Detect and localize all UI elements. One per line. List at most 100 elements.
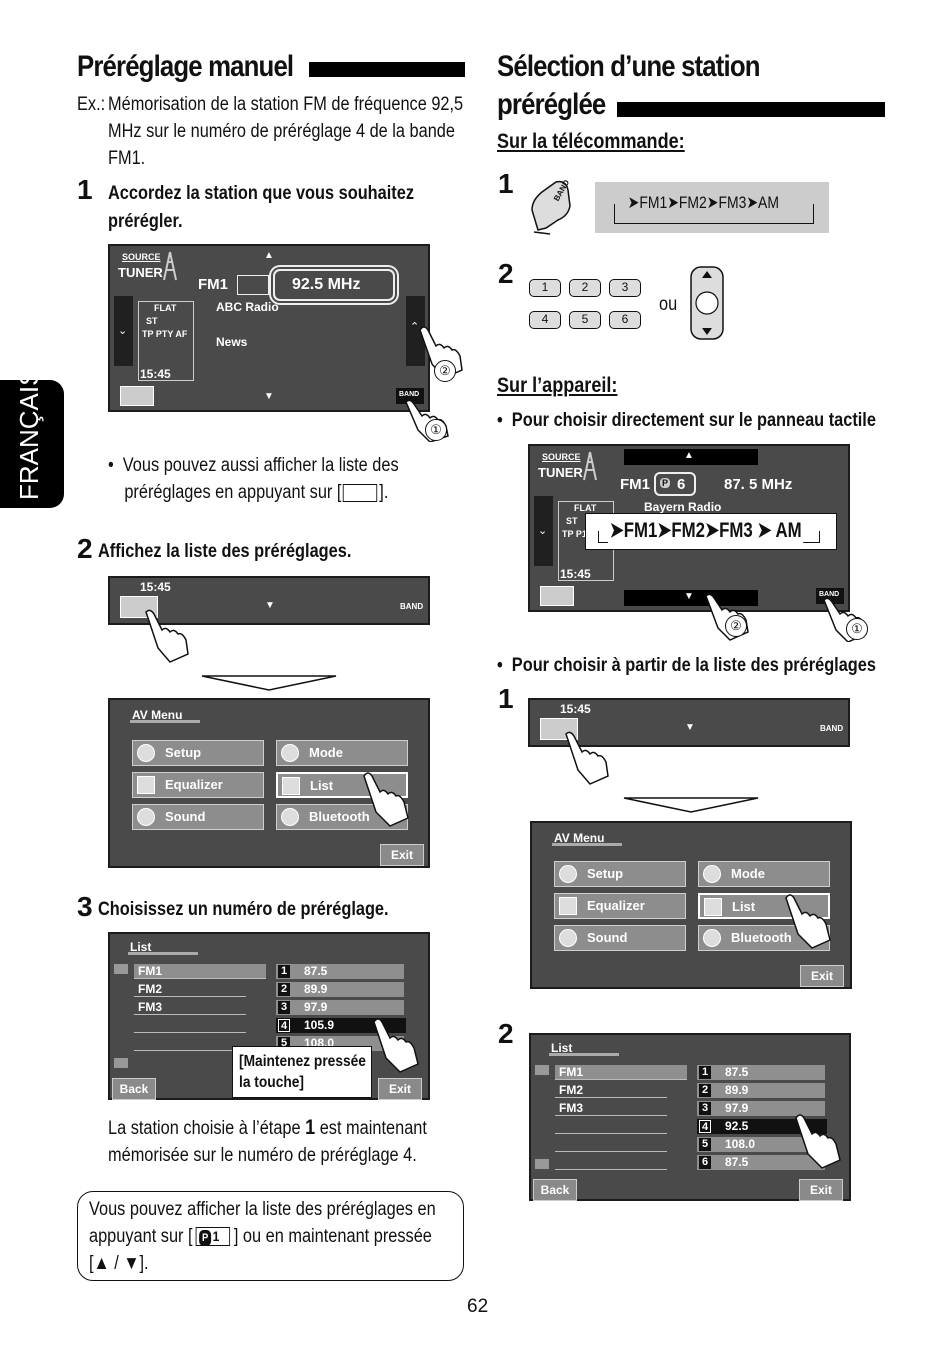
bullet-preset-list: • Pour choisir à partir de la liste des … <box>497 655 876 676</box>
exit-button[interactable]: Exit <box>380 844 424 866</box>
remote-dpad-icon[interactable] <box>690 266 724 340</box>
setup-button[interactable]: Setup <box>132 740 264 766</box>
preset-p-badge: P <box>660 478 671 488</box>
band-row-fm1[interactable]: FM1 <box>555 1065 687 1080</box>
scroll-up-button[interactable] <box>114 964 128 974</box>
band-row-empty <box>134 1036 246 1051</box>
source-bar-screen: 15:45 ▼ BAND <box>108 576 430 625</box>
band-row-empty <box>134 1018 246 1033</box>
page-number: 62 <box>467 1296 489 1317</box>
scroll-down-button[interactable] <box>114 1058 128 1068</box>
hand-pointer-icon <box>368 1016 428 1074</box>
scroll-up-button[interactable] <box>535 1065 549 1075</box>
preset-box[interactable] <box>237 275 269 295</box>
bar-clock: 15:45 <box>140 580 171 594</box>
triangle-up-icon[interactable]: ▲ <box>264 250 274 261</box>
left-arrow-button[interactable]: ⌄ <box>534 496 553 566</box>
step3-text: Choisissez un numéro de préréglage. <box>98 899 389 920</box>
triangle-down-icon[interactable]: ▼ <box>264 391 274 402</box>
list-title-line <box>549 1053 619 1056</box>
st-label: ST <box>566 516 578 526</box>
band-row-fm3[interactable]: FM3 <box>134 1000 246 1015</box>
back-button[interactable]: Back <box>533 1179 577 1201</box>
note1: • Vous pouvez aussi afficher la liste de… <box>108 455 399 503</box>
list-icon[interactable] <box>120 386 154 406</box>
number-key-3[interactable]: 3 <box>609 279 641 297</box>
frequency-display: 87. 5 MHz <box>724 476 793 493</box>
band-row-fm3[interactable]: FM3 <box>555 1101 667 1116</box>
setup-button[interactable]: Setup <box>554 861 686 887</box>
source-label: SOURCE <box>542 452 581 462</box>
hand-pointer-icon <box>780 892 840 950</box>
band-button[interactable] <box>816 588 844 604</box>
exit-button[interactable]: Exit <box>800 965 844 987</box>
list-title-line <box>128 952 198 955</box>
antenna-icon <box>162 250 178 282</box>
mode-icon <box>281 744 299 762</box>
band-row-fm1[interactable]: FM1 <box>134 964 266 979</box>
preset-down-button[interactable]: ▼ <box>624 590 758 606</box>
sound-icon <box>559 929 577 947</box>
triangle-down-icon[interactable]: ▼ <box>685 722 695 733</box>
band-row-fm2[interactable]: FM2 <box>134 982 246 997</box>
band-row-empty <box>555 1155 667 1170</box>
device-subtitle: Sur l’appareil: <box>497 374 618 397</box>
number-key-4[interactable]: 4 <box>529 311 561 329</box>
sound-button[interactable]: Sound <box>132 804 264 830</box>
sound-button[interactable]: Sound <box>554 925 686 951</box>
av-menu-screen: AV Menu Setup Mode Equalizer List Sound … <box>108 698 430 868</box>
scroll-down-button[interactable] <box>535 1159 549 1169</box>
equalizer-button[interactable]: Equalizer <box>132 772 264 798</box>
band-display: FM1 <box>198 276 228 293</box>
av-menu-title-line <box>130 720 200 723</box>
info-panel <box>138 301 194 381</box>
av-menu-screen-2: AV Menu Setup Mode Equalizer List Sound … <box>530 821 852 989</box>
clock: 15:45 <box>140 367 171 381</box>
left-arrow-button[interactable]: ⌄ <box>114 296 133 366</box>
triangle-down-icon[interactable]: ▼ <box>265 600 275 611</box>
result-text: La station choisie à l’étape 1 est maint… <box>108 1116 427 1166</box>
callout-2: ② <box>434 360 456 382</box>
equalizer-icon <box>137 776 155 794</box>
list-title: List <box>551 1041 573 1055</box>
list-icon <box>704 898 722 916</box>
number-key-5[interactable]: 5 <box>569 311 601 329</box>
number-key-1[interactable]: 1 <box>529 279 561 297</box>
number-key-6[interactable]: 6 <box>609 311 641 329</box>
callout-1: ① <box>846 618 868 640</box>
preset-up-button[interactable]: ▲ <box>624 449 758 465</box>
mode-button[interactable]: Mode <box>276 740 408 766</box>
frequency-display: 92.5 MHz <box>292 276 361 293</box>
mode-icon <box>703 865 721 883</box>
number-key-2[interactable]: 2 <box>569 279 601 297</box>
station-name: ABC Radio <box>216 300 279 314</box>
list-step2-number: 2 <box>498 1018 514 1049</box>
sound-icon <box>137 808 155 826</box>
callout-1: ① <box>425 419 447 441</box>
list-title: List <box>130 940 152 954</box>
back-button[interactable]: Back <box>112 1078 156 1100</box>
language-tab-label: FRANÇAIS <box>14 368 44 500</box>
equalizer-button[interactable]: Equalizer <box>554 893 686 919</box>
frequency-box <box>273 269 395 301</box>
exit-button[interactable]: Exit <box>378 1078 422 1100</box>
language-tab: FRANÇAIS <box>0 369 64 508</box>
right-arrow-button[interactable]: ⌃ <box>406 296 425 366</box>
band-button[interactable] <box>396 388 424 404</box>
flat-label: FLAT <box>154 303 177 313</box>
mode-button[interactable]: Mode <box>698 861 830 887</box>
band-row-fm2[interactable]: FM2 <box>555 1083 667 1098</box>
hand-pointer-icon <box>358 770 418 830</box>
exit-button[interactable]: Exit <box>799 1179 843 1201</box>
list-icon[interactable] <box>540 586 574 606</box>
